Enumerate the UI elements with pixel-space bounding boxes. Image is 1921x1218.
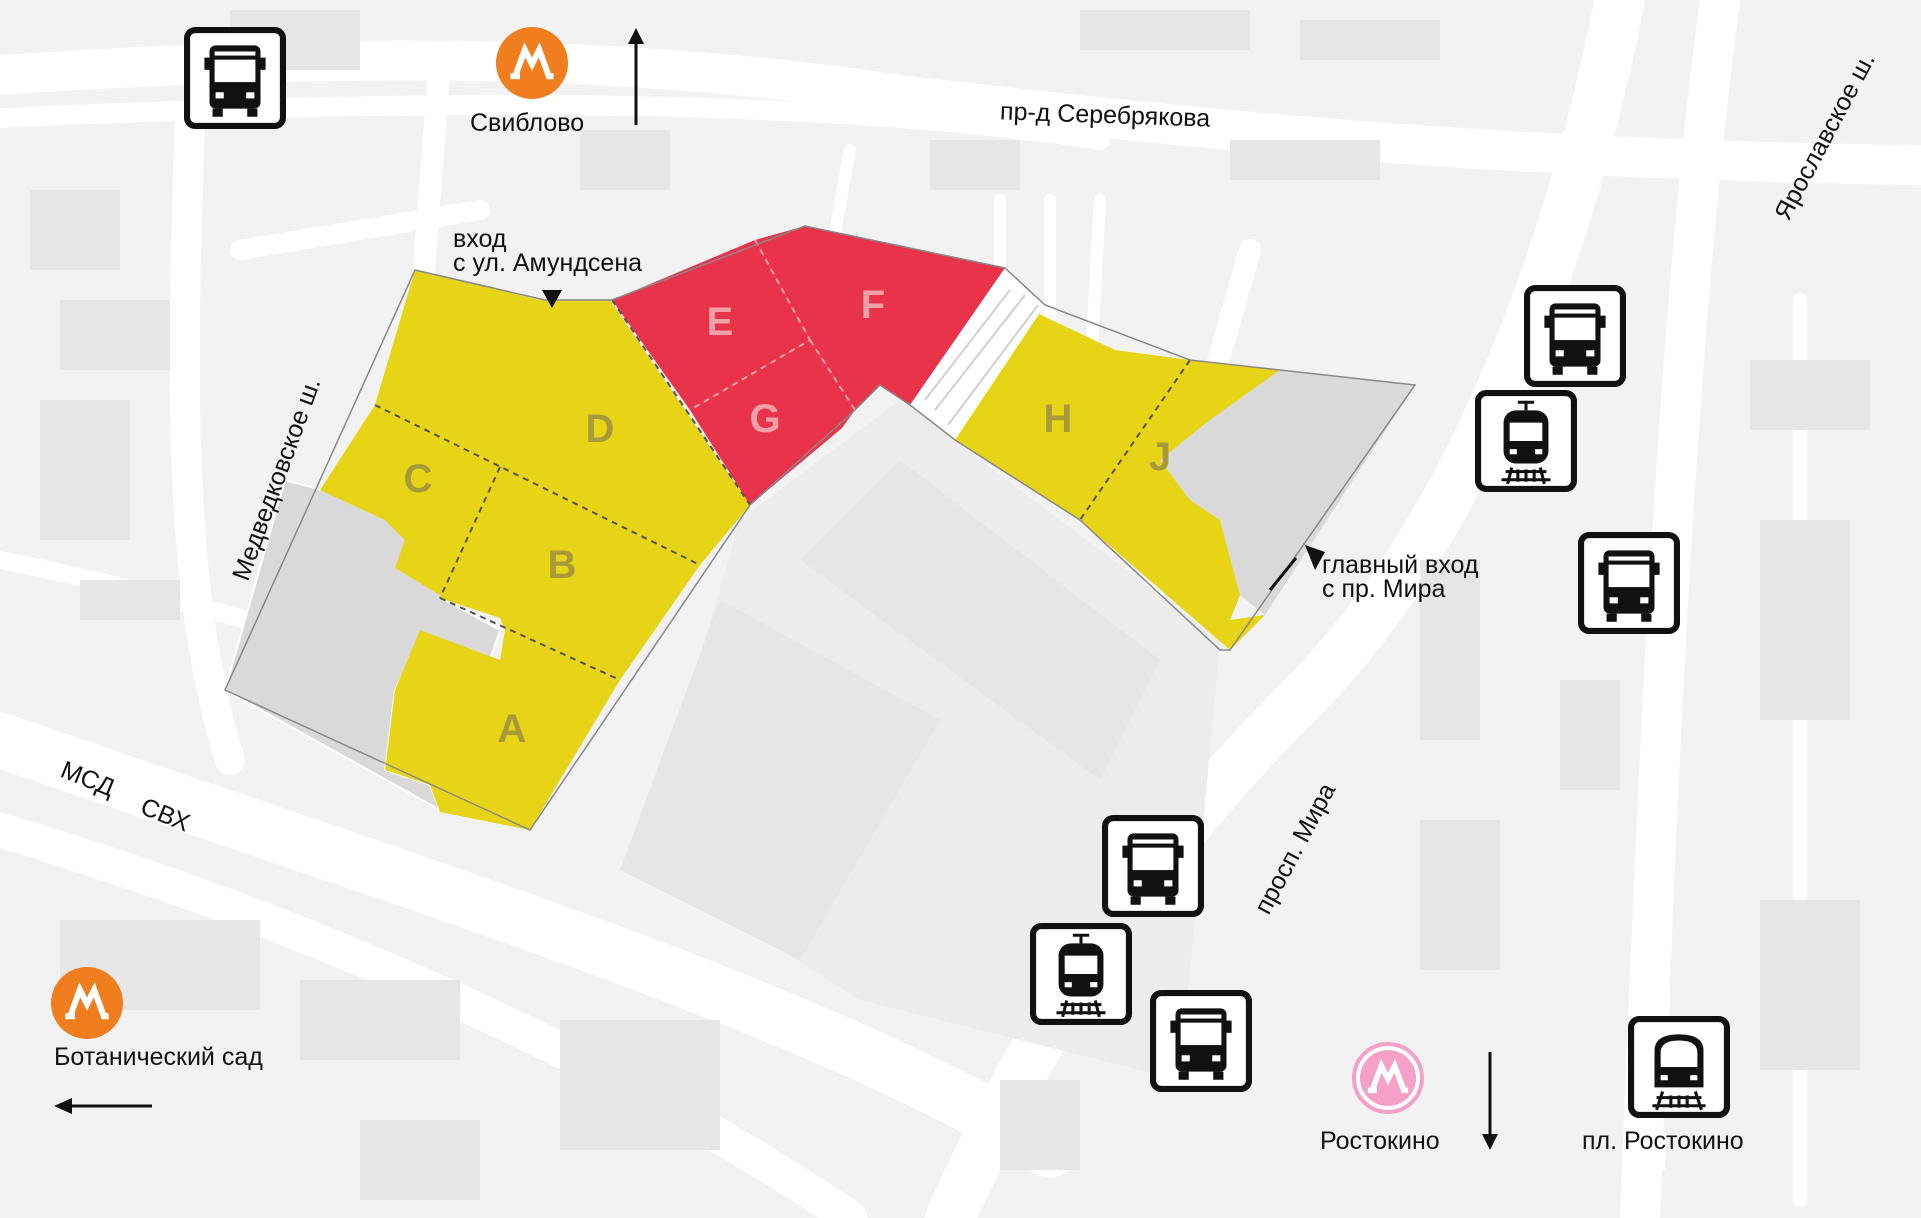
- station-label-pl-rostokino: пл. Ростокино: [1582, 1127, 1744, 1155]
- metro-icon: [51, 967, 123, 1039]
- zone-label-F: F: [861, 283, 885, 327]
- entrance-label-main-2: с пр. Мира: [1322, 575, 1446, 603]
- station-label-rostokino: Ростокино: [1320, 1127, 1440, 1155]
- zone-label-J: J: [1149, 435, 1171, 479]
- bus-icon: [1105, 818, 1201, 914]
- zone-C-area: [320, 405, 500, 598]
- tram-icon: [1033, 926, 1129, 1022]
- bus-icon: [1581, 535, 1677, 631]
- zone-label-D: D: [586, 407, 615, 451]
- bus-icon: [1153, 993, 1249, 1089]
- zone-E-area: [612, 240, 810, 410]
- entrance-label-amundsena-2: с ул. Амундсена: [453, 249, 643, 277]
- zone-label-E: E: [707, 300, 734, 344]
- tram-icon: [1478, 393, 1574, 489]
- zone-label-H: H: [1044, 397, 1073, 441]
- arrow-icon: [628, 28, 644, 125]
- zones-red: [612, 226, 1005, 505]
- entrance-label-main-1: главный вход: [1322, 551, 1479, 579]
- zone-H-area: [955, 305, 1190, 520]
- train-icon: [1631, 1019, 1727, 1115]
- station-label-sviblovo: Свиблово: [470, 109, 585, 137]
- zone-G-area: [690, 340, 855, 505]
- zone-F-area: [755, 226, 1005, 410]
- zone-label-A: A: [498, 707, 527, 751]
- bus-icon: [187, 30, 283, 126]
- arrow-icon: [1482, 1052, 1498, 1150]
- arrow-icon: [54, 1098, 152, 1114]
- entrance-label-amundsena-1: вход: [453, 225, 507, 253]
- metro-icon: [496, 27, 568, 99]
- zone-label-G: G: [749, 397, 780, 441]
- zone-label-C: C: [404, 457, 433, 501]
- entrance-marker-main: [1305, 545, 1325, 570]
- bus-icon: [1527, 288, 1623, 384]
- metro-icon: [1352, 1042, 1424, 1114]
- zone-D-area: [375, 270, 750, 565]
- zone-label-B: B: [548, 543, 577, 587]
- station-label-botanichesky: Ботанический сад: [54, 1043, 263, 1071]
- zone-A-area: [385, 630, 620, 830]
- zone-J-area: [1080, 360, 1280, 650]
- entrance-marker-amundsena: [542, 290, 562, 308]
